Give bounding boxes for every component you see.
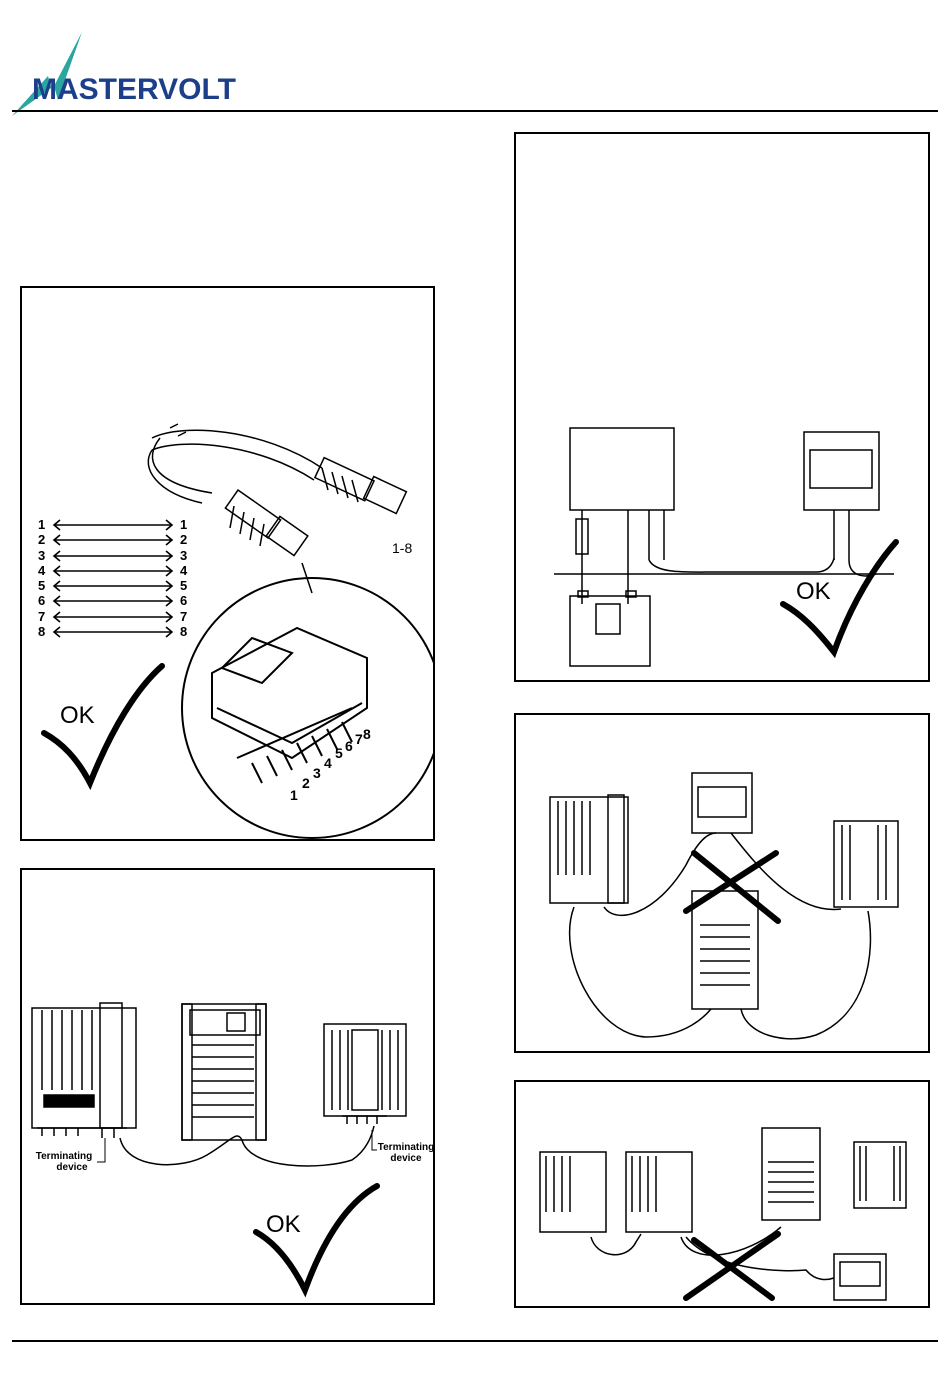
- svg-text:device: device: [56, 1162, 88, 1173]
- conn-pin-3: 3: [313, 765, 321, 781]
- battery-box: [570, 596, 650, 666]
- pin-right-8: 8: [180, 624, 187, 639]
- pin-left-4: 4: [38, 563, 46, 578]
- connector-closeup: [182, 578, 433, 838]
- device-display: [834, 1254, 886, 1300]
- branch-network-figure: [516, 1082, 928, 1306]
- device-converter: [324, 1024, 406, 1124]
- pin-left-8: 8: [38, 624, 45, 639]
- conn-pin-2: 2: [302, 775, 310, 791]
- pin-right-2: 2: [180, 532, 187, 547]
- terminating-right-label: Terminating device: [378, 1142, 433, 1164]
- device-inverter: [32, 1003, 136, 1138]
- panel-ring-network: [514, 713, 930, 1053]
- ok-label: OK: [796, 578, 831, 605]
- ring-network-figure: [516, 715, 928, 1051]
- terminating-left-pointer: [97, 1138, 105, 1162]
- daisy-chain-figure: Terminating device Terminating device OK: [22, 870, 433, 1303]
- pin-right-6: 6: [180, 593, 187, 608]
- conn-pin-5: 5: [335, 745, 343, 761]
- pin-left-1: 1: [38, 517, 45, 532]
- terminating-left-label: Terminating device: [36, 1151, 92, 1173]
- cross-icon: [686, 1234, 778, 1298]
- svg-text:Terminating: Terminating: [36, 1151, 92, 1162]
- panel-branch-network: [514, 1080, 930, 1308]
- device-charger: [692, 891, 758, 1009]
- device-display: [692, 773, 752, 833]
- svg-text:device: device: [390, 1153, 422, 1164]
- pins-right: 1 2 3 4 5 6 7 8: [180, 517, 188, 639]
- header-rule: [12, 110, 938, 112]
- footer-rule: [12, 1340, 938, 1342]
- pin-right-7: 7: [180, 609, 187, 624]
- pin-left-7: 7: [38, 609, 45, 624]
- pin-range-label: 1-8: [392, 540, 412, 556]
- ok-label: OK: [60, 702, 95, 729]
- device-charger: [182, 1004, 266, 1140]
- pin-left-2: 2: [38, 532, 45, 547]
- panel-cable-pinout: 1 2 3 4 5 6 7 8 1 2 3 4 5 6 7 8: [20, 286, 435, 841]
- device-converter: [834, 821, 898, 907]
- conn-pin-7: 7: [355, 731, 363, 747]
- device-inverter-2: [626, 1152, 692, 1232]
- pin-left-5: 5: [38, 578, 45, 593]
- shunt-box: [570, 428, 674, 510]
- panel-daisy-chain: Terminating device Terminating device OK: [20, 868, 435, 1305]
- device-inverter-1: [540, 1152, 606, 1232]
- ok-label: OK: [266, 1211, 301, 1238]
- pin-right-1: 1: [180, 517, 187, 532]
- mastervolt-logo: MASTERVOLT: [8, 30, 298, 120]
- pin-right-3: 3: [180, 548, 187, 563]
- check-icon: [256, 1186, 377, 1290]
- panel-battery-monitor: OK: [514, 132, 930, 682]
- conn-pin-8: 8: [363, 726, 371, 742]
- conn-pin-4: 4: [324, 755, 332, 771]
- monitor-display: [804, 432, 879, 510]
- pin-right-4: 4: [180, 563, 188, 578]
- device-charger: [762, 1128, 820, 1220]
- wire-arrows: [54, 520, 172, 637]
- battery-monitor-figure: OK: [516, 134, 928, 680]
- network-cable: [120, 1126, 374, 1166]
- cable-pinout-figure: 1 2 3 4 5 6 7 8 1 2 3 4 5 6 7 8: [22, 288, 433, 839]
- conn-pin-1: 1: [290, 787, 298, 803]
- brand-name: MASTERVOLT: [32, 73, 236, 106]
- pin-left-3: 3: [38, 548, 45, 563]
- pins-left: 1 2 3 4 5 6 7 8: [38, 517, 46, 639]
- conn-pin-6: 6: [345, 738, 353, 754]
- device-inverter: [550, 797, 628, 903]
- device-converter: [854, 1142, 906, 1208]
- svg-text:Terminating: Terminating: [378, 1142, 433, 1153]
- pin-left-6: 6: [38, 593, 45, 608]
- pin-right-5: 5: [180, 578, 187, 593]
- cross-icon: [686, 853, 778, 921]
